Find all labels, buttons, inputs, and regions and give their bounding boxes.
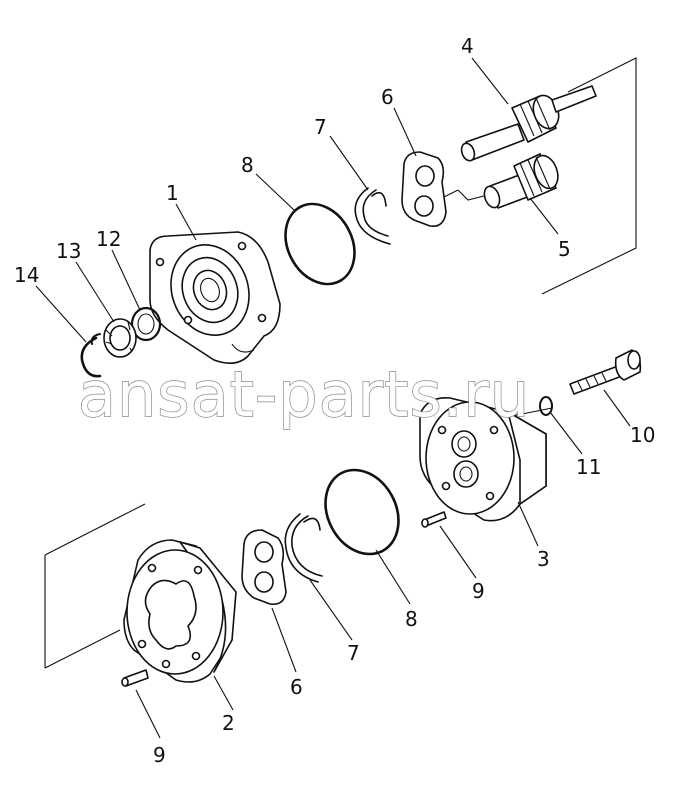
part-8-o-ring-upper [284,202,356,286]
callout-8-lower: 8 [405,607,418,631]
part-4-drive-gear-shaft [460,85,597,162]
part-3-rear-cover [419,397,547,522]
part-7-backup-ring-lower [284,513,323,583]
part-14-snap-ring [80,333,102,378]
part-6-side-plate-upper [401,151,447,228]
leader-lines [35,57,631,739]
callout-7-lower: 7 [347,641,360,665]
callout-8-upper: 8 [241,153,254,177]
guide-lines [44,57,637,669]
callout-7-upper: 7 [314,115,327,139]
callout-13: 13 [56,239,81,263]
callout-4: 4 [461,34,474,58]
part-12-ring [130,306,162,342]
callout-1: 1 [166,181,179,205]
callout-14: 14 [14,263,39,287]
callout-labels: 1 2 3 4 5 6 6 7 7 8 8 9 9 10 11 12 13 14 [14,34,655,767]
part-7-backup-ring-upper [354,187,391,245]
part-8-o-ring-lower [324,468,400,556]
callout-10: 10 [630,423,655,447]
part-9-dowel-pin-left [121,669,149,687]
part-5-driven-gear [483,153,559,209]
callout-9-right: 9 [472,579,485,603]
part-10-bolt [569,349,642,395]
callout-3: 3 [537,547,550,571]
callout-6-upper: 6 [381,85,394,109]
callout-11: 11 [576,455,601,479]
callout-6-lower: 6 [290,675,303,699]
callout-9-left: 9 [153,743,166,767]
watermark-text: ansat-parts.ru [78,358,530,431]
callout-5: 5 [558,237,571,261]
part-1-front-cover [149,231,281,364]
part-9-dowel-pin-right [421,511,447,528]
callout-12: 12 [96,227,121,251]
part-6-side-plate-lower [241,529,287,606]
part-13-oil-seal [103,318,137,358]
callout-2: 2 [222,711,235,735]
part-2-gear-case [123,539,237,683]
part-11-washer [539,396,553,416]
